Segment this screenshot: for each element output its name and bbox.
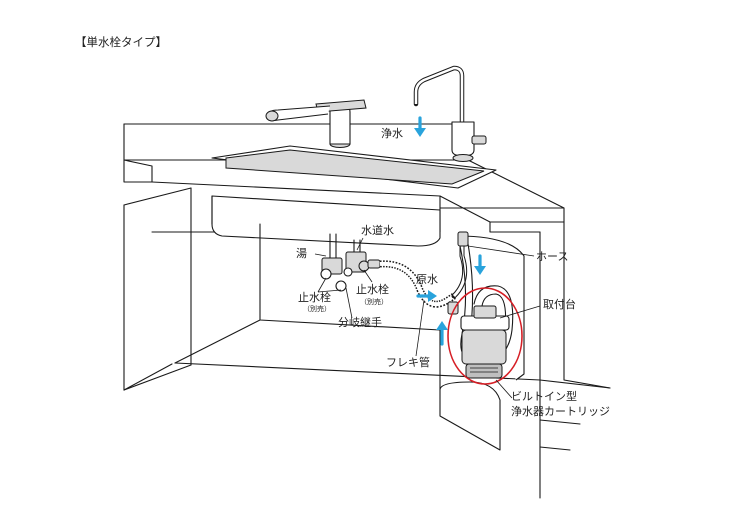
label-branch-joint: 分岐継手 bbox=[338, 315, 382, 329]
supply-pipes bbox=[320, 233, 381, 292]
diagram-title: 【単水栓タイプ】 bbox=[75, 35, 167, 49]
purifier-cartridge bbox=[460, 305, 510, 379]
label-shutoff-valve-1-note: （別売） bbox=[303, 304, 331, 313]
label-tap-water: 水道水 bbox=[361, 223, 394, 237]
label-shutoff-valve-2-note: （別売） bbox=[360, 297, 388, 306]
kitchen-faucet bbox=[265, 99, 367, 148]
label-hot-water: 湯 bbox=[296, 247, 307, 260]
label-shutoff-valve-2: 止水栓 bbox=[356, 282, 389, 296]
label-flex-pipe: フレキ管 bbox=[386, 355, 430, 369]
label-cartridge: 浄水器カートリッジ bbox=[511, 404, 610, 418]
flow-arrows bbox=[416, 254, 486, 346]
label-purified-water: 浄水 bbox=[381, 126, 403, 140]
cartridge-highlight-circle bbox=[447, 287, 523, 385]
label-mount-base: 取付台 bbox=[543, 297, 576, 311]
label-shutoff-valve-1: 止水栓 bbox=[298, 290, 331, 304]
leader-lines bbox=[314, 237, 541, 399]
back-wall bbox=[123, 123, 467, 161]
sink-basin bbox=[211, 145, 497, 247]
label-hose: ホース bbox=[536, 250, 568, 263]
label-builtin-type: ビルトイン型 bbox=[511, 389, 577, 403]
purifier-faucet bbox=[413, 65, 487, 162]
label-raw-water: 原水 bbox=[416, 273, 438, 286]
